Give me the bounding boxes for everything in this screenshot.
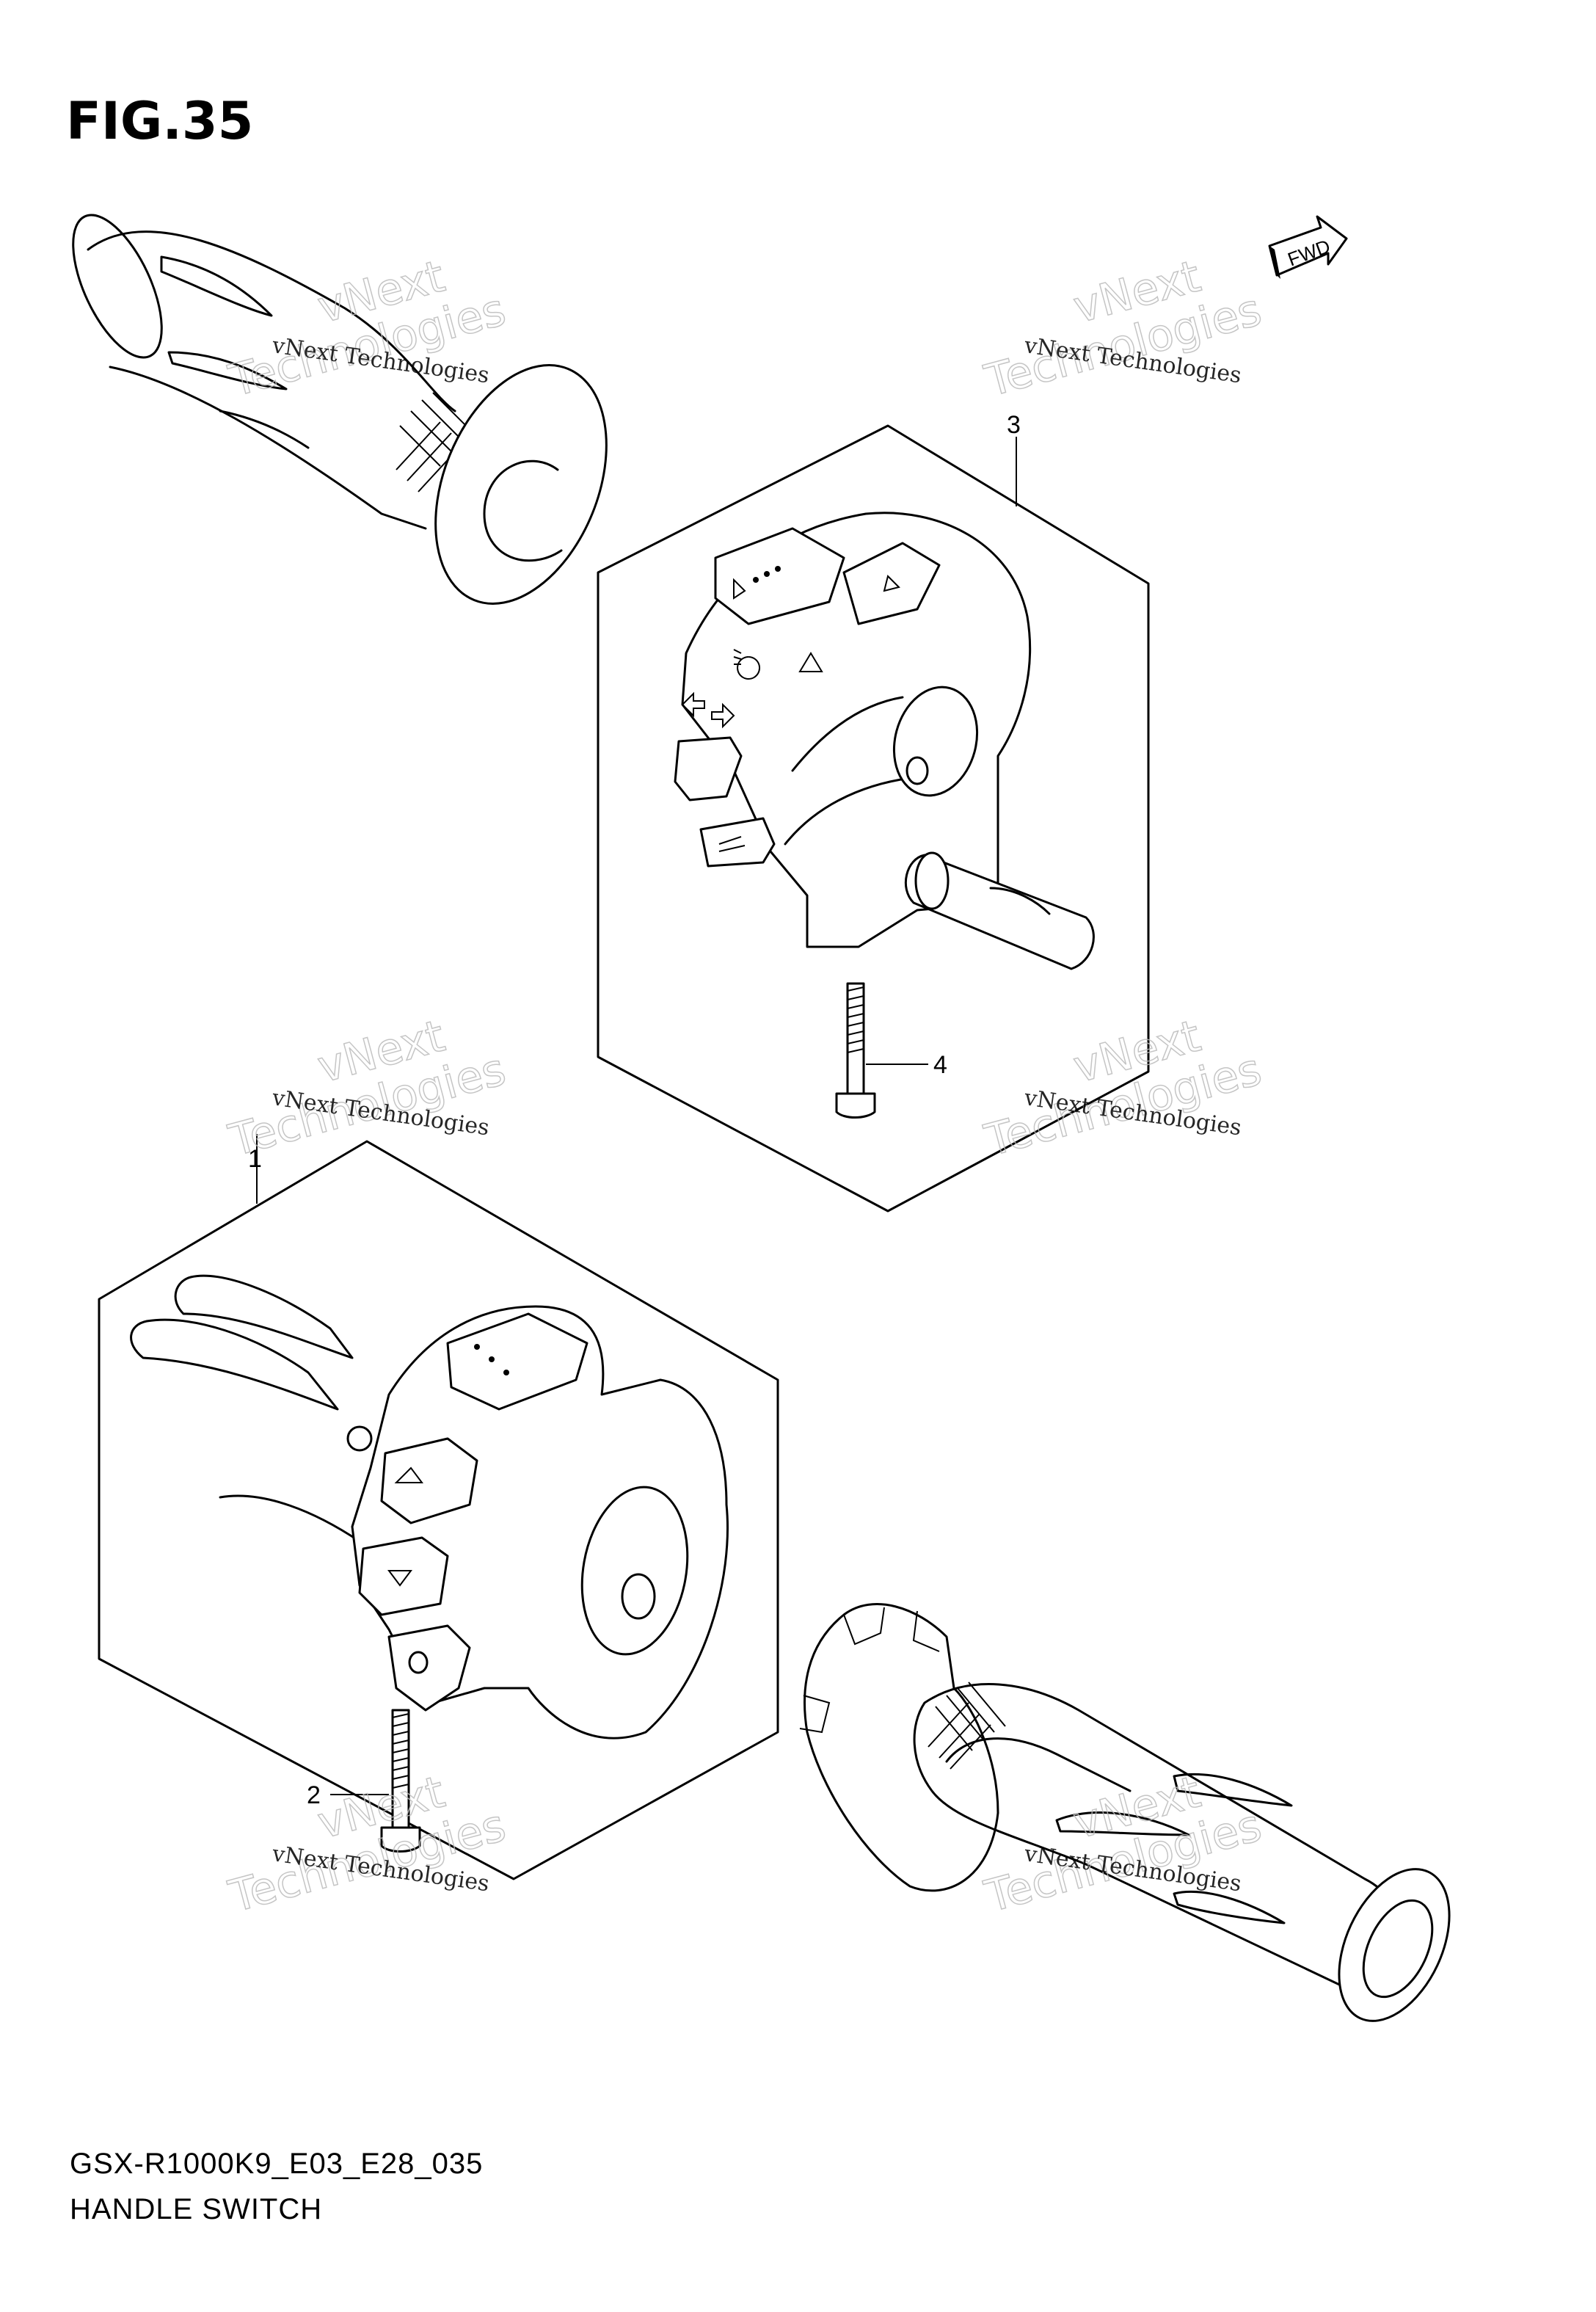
callout-1: 1	[248, 1145, 262, 1173]
right-switch-screw	[835, 982, 876, 1119]
callout-2: 2	[307, 1781, 321, 1809]
watermark-3: vNext Technologies vNext Technologies	[223, 1010, 511, 1168]
figure-title: FIG.35	[66, 91, 254, 151]
left-switch-box-frame	[98, 1140, 779, 1880]
watermark-4: vNext Technologies vNext Technologies	[979, 1010, 1267, 1168]
watermark-2: vNext Technologies vNext Technologies	[979, 250, 1267, 408]
watermark-6: vNext Technologies vNext Technologies	[979, 1766, 1267, 1924]
right-grip-upper	[72, 214, 608, 605]
right-switch-box-frame	[597, 424, 1150, 1213]
left-switch-screw	[380, 1709, 421, 1853]
left-handle-switch	[130, 1274, 729, 1740]
watermark-1: vNext Technologies vNext Technologies	[223, 250, 511, 408]
callout-3: 3	[1007, 411, 1021, 439]
fwd-arrow-icon: FWD	[1268, 215, 1348, 279]
left-grip-lower	[799, 1603, 1451, 2022]
model-code: GSX-R1000K9_E03_E28_035	[70, 2148, 484, 2180]
watermark-5: vNext Technologies vNext Technologies	[223, 1766, 511, 1924]
part-group-name: HANDLE SWITCH	[70, 2193, 323, 2225]
callout-4: 4	[933, 1051, 947, 1079]
right-handle-switch	[674, 512, 1095, 970]
